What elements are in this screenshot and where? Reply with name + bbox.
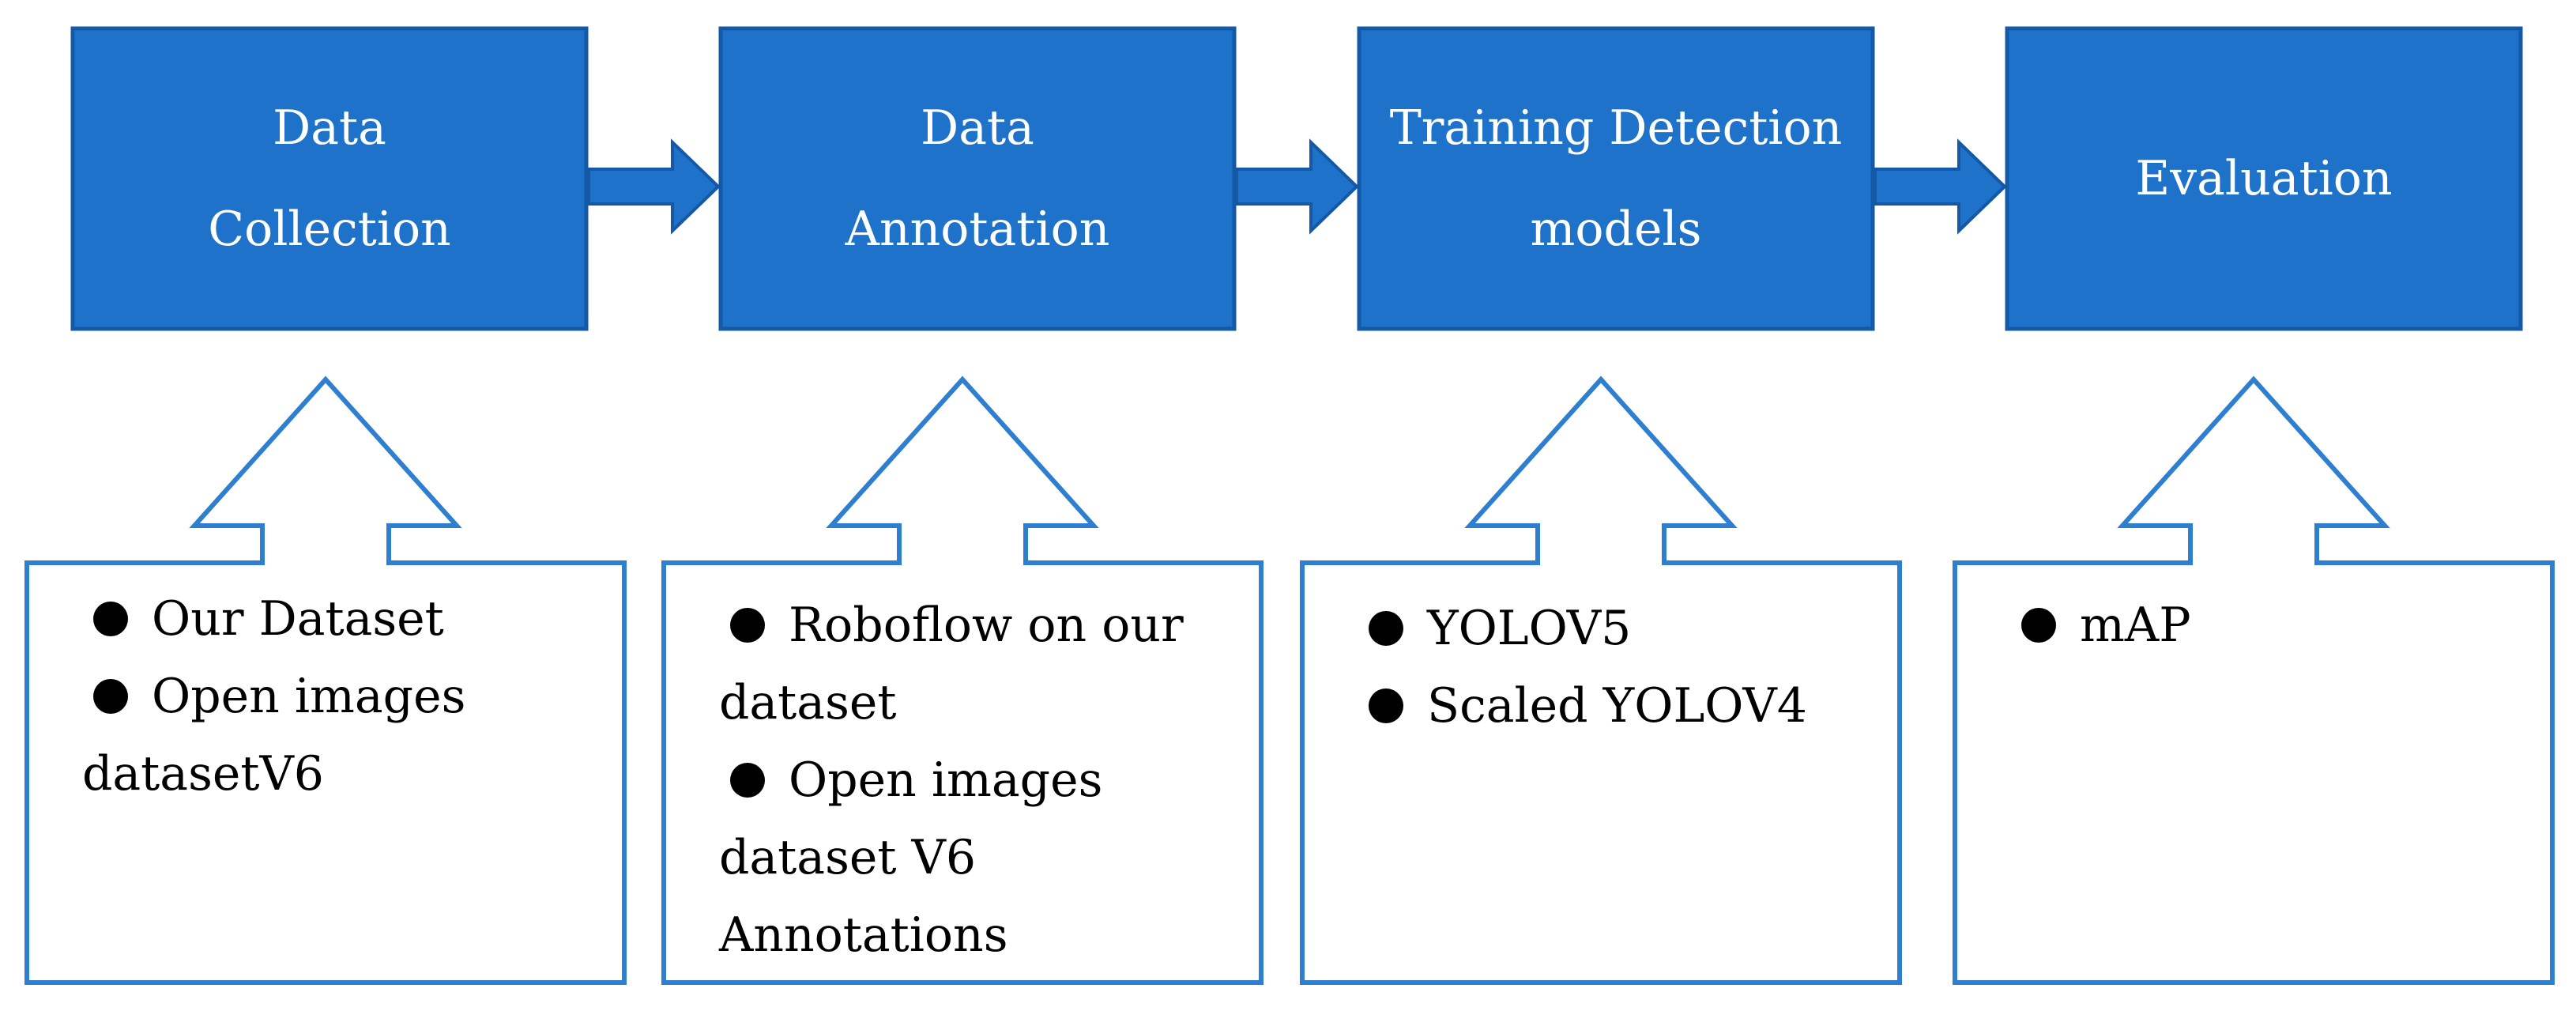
flow-arrow-1-to-2 bbox=[587, 138, 721, 235]
bullet-text-line: dataset bbox=[719, 675, 896, 730]
bullet-text-line: dataset V6 bbox=[719, 830, 976, 885]
bullet-text-line: mAP bbox=[2080, 598, 2191, 653]
stage-title-line: Evaluation bbox=[2135, 151, 2392, 206]
callout-shape bbox=[1953, 375, 2555, 985]
bullet-item: Our Dataset bbox=[93, 591, 444, 647]
bullet-dot bbox=[2021, 608, 2056, 643]
bullet-text-line: Annotations bbox=[718, 907, 1007, 963]
stage-box bbox=[70, 26, 589, 331]
flow-arrow-2-to-3 bbox=[1235, 138, 1359, 235]
stage-box bbox=[2005, 26, 2523, 331]
bullet-text-line: Open images bbox=[152, 669, 465, 724]
stage-title-line: Data bbox=[921, 100, 1034, 156]
bullet-item: Scaled YOLOV4 bbox=[1369, 678, 1807, 734]
bullet-dot bbox=[730, 763, 765, 798]
stage-title-line: Annotation bbox=[845, 202, 1110, 257]
stage-3: Training Detection models bbox=[1357, 26, 1875, 331]
flow-arrow-3-to-4 bbox=[1874, 138, 2007, 235]
callout-shape bbox=[661, 375, 1264, 985]
stage-title-line: Data bbox=[273, 100, 386, 156]
bullet-text-line: Scaled YOLOV4 bbox=[1427, 678, 1807, 734]
stage-box bbox=[718, 26, 1237, 331]
bullet-item: YOLOV5 bbox=[1369, 601, 1631, 656]
stage-box bbox=[1357, 26, 1875, 331]
bullet-text-line: Roboflow on our bbox=[789, 598, 1184, 653]
callout-shape bbox=[1300, 375, 1902, 985]
bullet-item: Open images dataset V6 Annotations bbox=[718, 753, 1102, 963]
bullet-item: Roboflow on our dataset bbox=[719, 598, 1184, 730]
flow-arrows-layer bbox=[587, 138, 2007, 235]
bullet-dot bbox=[1369, 611, 1403, 646]
stage-title-line: models bbox=[1531, 202, 1702, 257]
stage-4: Evaluation bbox=[2005, 26, 2523, 331]
stage-title-line: Collection bbox=[208, 202, 451, 257]
bullet-dot bbox=[730, 608, 765, 643]
stage-title-line: Training Detection bbox=[1390, 100, 1843, 156]
bullet-dot bbox=[93, 602, 128, 636]
bullet-text-line: YOLOV5 bbox=[1426, 601, 1631, 656]
callout-shape bbox=[24, 375, 627, 985]
bullet-item: Open images datasetV6 bbox=[82, 669, 465, 802]
bullet-dot bbox=[93, 679, 128, 714]
bullet-dot bbox=[1369, 688, 1403, 723]
bullet-text-line: Our Dataset bbox=[152, 591, 444, 647]
bullet-item: mAP bbox=[2021, 598, 2191, 653]
bullet-text-line: Open images bbox=[789, 753, 1102, 808]
bullet-text-line: datasetV6 bbox=[82, 746, 324, 802]
callout-4: mAP bbox=[1953, 375, 2555, 985]
